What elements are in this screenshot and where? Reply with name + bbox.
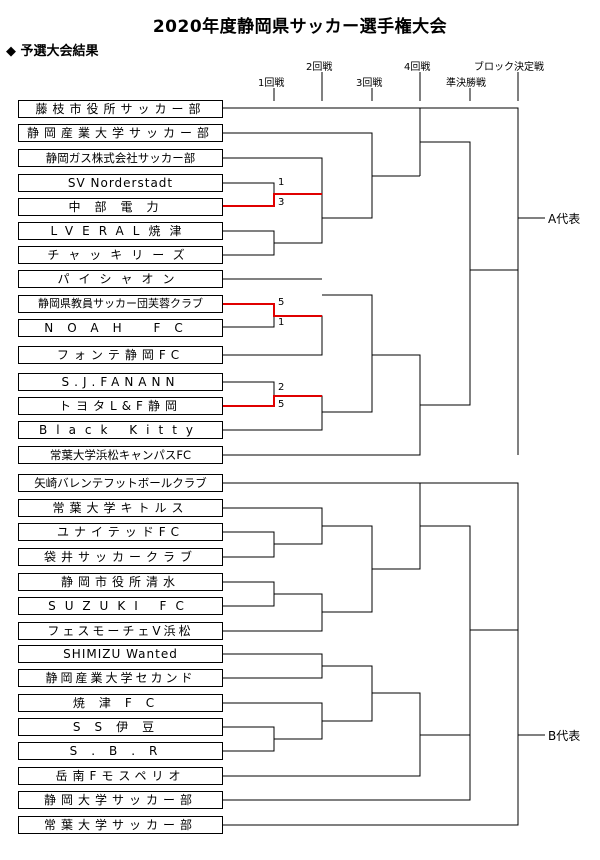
section-heading: ◆ 予選大会結果 [6,44,99,59]
team-slot-29: 静岡大学サッカー部 [18,791,223,809]
score-match1-top: 1 [278,177,285,188]
team-slot-19: 袋井サッカークラブ [18,548,223,566]
team-slot-22: フェスモーチェV浜松 [18,622,223,640]
team-slot-6: LVERAL焼津 [18,222,223,240]
team-slot-2: 静岡産業大学サッカー部 [18,124,223,142]
round-label-semi: 準決勝戦 [446,78,486,89]
team-slot-11: フォンテ静岡FC [18,346,223,364]
team-slot-4: SV Norderstadt [18,174,223,192]
team-slot-17: 常葉大学キトルス [18,499,223,517]
team-slot-8: パイシャオン [18,270,223,288]
team-slot-27: S.B.R [18,742,223,760]
team-slot-13: トヨタL&F静岡 [18,397,223,415]
team-slot-16: 矢崎バレンテフットボールクラブ [18,474,223,492]
result-block-b: B代表 [548,729,581,743]
score-match2-bottom: 1 [278,317,285,328]
round-label-block-final: ブロック決定戦 [474,62,544,73]
score-match3-bottom: 5 [278,399,285,410]
team-slot-14: Black Kitty [18,421,223,439]
team-slot-26: SS伊豆 [18,718,223,736]
team-slot-3: 静岡ガス株式会社サッカー部 [18,149,223,167]
team-slot-23: SHIMIZU Wanted [18,645,223,663]
round-label-r4: 4回戦 [404,62,431,73]
team-slot-30: 常葉大学サッカー部 [18,816,223,834]
team-slot-18: ユナイテッドFC [18,523,223,541]
team-slot-5: 中部電力 [18,198,223,216]
team-slot-15: 常葉大学浜松キャンパスFC [18,446,223,464]
round-label-r1: 1回戦 [258,78,285,89]
score-match3-top: 2 [278,382,285,393]
team-slot-10: NOAH FC [18,319,223,337]
team-slot-24: 静岡産業大学セカンド [18,669,223,687]
round-label-r3: 3回戦 [356,78,383,89]
page-title: 2020年度静岡県サッカー選手権大会 [152,17,448,37]
team-slot-1: 藤枝市役所サッカー部 [18,100,223,118]
team-slot-20: 静岡市役所清水 [18,573,223,591]
result-block-a: A代表 [548,212,581,226]
round-label-r2: 2回戦 [306,62,333,73]
team-slot-9: 静岡県教員サッカー団芙蓉クラブ [18,295,223,313]
team-slot-25: 焼津FC [18,694,223,712]
score-match1-bottom: 3 [278,197,285,208]
score-match2-top: 5 [278,297,285,308]
team-slot-12: S.J.FANANN [18,373,223,391]
team-slot-7: チャッキリーズ [18,246,223,264]
team-slot-21: SUZUKI FC [18,597,223,615]
team-slot-28: 岳南Fモスペリオ [18,767,223,785]
